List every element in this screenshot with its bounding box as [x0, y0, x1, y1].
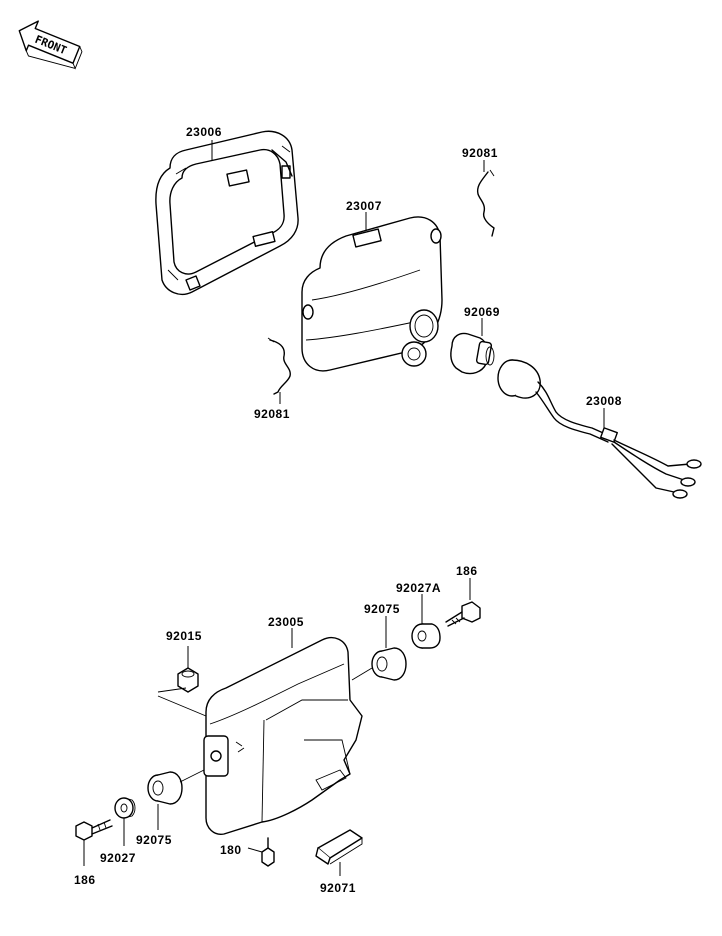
front-direction-arrow-icon: FRONT: [18, 20, 83, 70]
label-180: 180: [220, 843, 242, 857]
label-92075-top: 92075: [364, 602, 400, 616]
screw-180: [261, 837, 275, 867]
label-23006: 23006: [186, 125, 222, 139]
label-92027: 92027: [100, 851, 136, 865]
headlight-cover-23005: [203, 636, 363, 835]
label-92015: 92015: [166, 629, 202, 643]
label-186-top: 186: [456, 564, 478, 578]
label-23008: 23008: [586, 394, 622, 408]
label-23007: 23007: [346, 199, 382, 213]
label-92069: 92069: [464, 305, 500, 319]
label-92027A: 92027A: [396, 581, 441, 595]
headlight-rim-23006: [155, 130, 299, 296]
bolt-186-top: [445, 601, 481, 627]
label-186-bottom: 186: [74, 873, 96, 887]
spring-clip-92081-top: [476, 169, 495, 237]
grommet-92075-top: [371, 647, 407, 681]
label-92075-bottom: 92075: [136, 833, 172, 847]
bolt-186-bottom: [75, 819, 113, 841]
spring-clip-92081-bottom: [267, 337, 291, 395]
collar-92027A: [411, 623, 441, 649]
label-92071: 92071: [320, 881, 356, 895]
collar-92027: [114, 797, 136, 819]
label-92081-top: 92081: [462, 146, 498, 160]
bracket-92071: [315, 829, 363, 865]
grommet-92075-bottom: [147, 771, 183, 805]
label-23005: 23005: [268, 615, 304, 629]
bulb-92069: [450, 332, 495, 375]
headlight-housing-23007: [301, 216, 443, 372]
label-92081-bottom: 92081: [254, 407, 290, 421]
socket-wiring-23008: [497, 359, 702, 499]
